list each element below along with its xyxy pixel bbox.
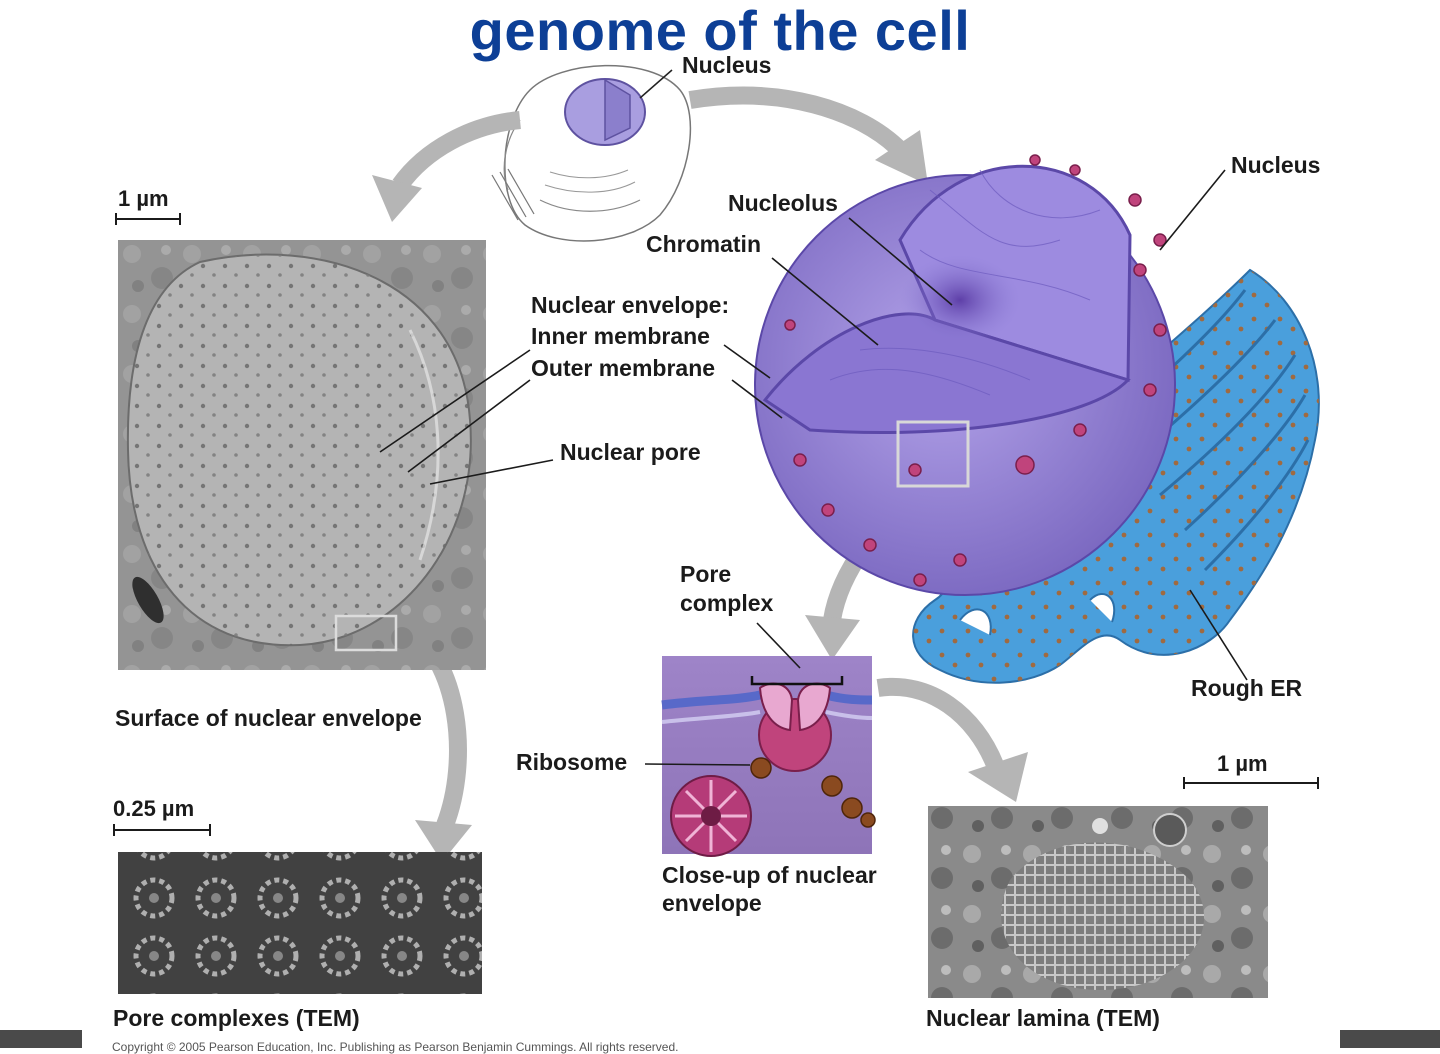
label-nuclear-envelope: Nuclear envelope: — [531, 292, 730, 318]
label-nucleolus: Nucleolus — [728, 190, 838, 216]
scale-label-surface: 1 µm — [118, 186, 169, 211]
scale-label-lamina: 1 µm — [1217, 751, 1268, 776]
closeup-nuclear-envelope — [661, 656, 876, 857]
caption-surface: Surface of nuclear envelope — [115, 705, 422, 731]
label-nuclear-pore: Nuclear pore — [560, 439, 701, 465]
slide-edge-left — [0, 1030, 82, 1048]
ribosomes — [750, 757, 876, 828]
label-pore-complex-line2: complex — [680, 590, 774, 616]
label-ribosome: Ribosome — [516, 749, 628, 775]
surface-micrograph — [118, 240, 486, 670]
nuclear-pores — [784, 154, 1167, 587]
scale-bar-lines — [113, 213, 1319, 836]
arrow-to-surface — [372, 111, 522, 222]
leader-lines — [379, 169, 1248, 766]
label-nucleus-right: Nucleus — [1231, 152, 1321, 178]
arrow-to-nucleus — [688, 86, 928, 185]
slide-title: genome of the cell — [469, 0, 971, 62]
label-outer-membrane: Outer membrane — [531, 355, 716, 381]
cutaway-nucleus — [754, 154, 1176, 596]
caption-closeup-line1: Close-up of nuclear — [662, 862, 877, 888]
label-pore-complex-line1: Pore — [680, 561, 732, 587]
caption-pore-complexes: Pore complexes (TEM) — [113, 1005, 360, 1031]
pore-complexes-micrograph — [118, 852, 482, 994]
caption-closeup-line2: envelope — [662, 890, 762, 916]
label-inner-membrane: Inner membrane — [531, 323, 710, 349]
label-chromatin: Chromatin — [646, 231, 761, 257]
scale-label-pore-complexes: 0.25 µm — [113, 796, 195, 821]
nuclear-lamina-micrograph — [928, 806, 1268, 998]
cell-overview-icon — [491, 64, 692, 242]
label-rough-er: Rough ER — [1191, 675, 1303, 701]
copyright-notice: Copyright © 2005 Pearson Education, Inc.… — [112, 1040, 679, 1054]
label-nucleus-top: Nucleus — [682, 52, 772, 78]
arrow-to-lamina — [876, 677, 1028, 802]
slide-edge-right — [1340, 1030, 1440, 1048]
caption-lamina: Nuclear lamina (TEM) — [926, 1005, 1160, 1031]
free-pore-complex — [670, 775, 752, 857]
